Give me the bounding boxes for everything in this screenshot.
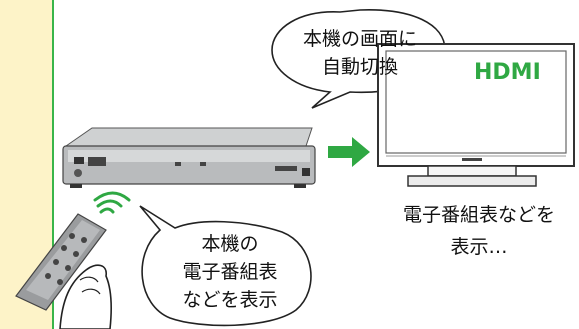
tv-caption-line-2: 表示… (450, 236, 508, 258)
green-arrow (328, 137, 370, 167)
remote-signal-waves (93, 191, 131, 214)
left-sidebar-strip (0, 0, 54, 329)
recorder-device (62, 127, 316, 188)
remote-control (15, 213, 107, 311)
hand (59, 264, 112, 329)
remote-bubble-line-2: 電子番組表 (182, 261, 278, 283)
remote-speech-bubble (139, 205, 312, 327)
tv-bubble-line-1: 本機の画面に (302, 28, 417, 50)
tv-screen-label: HDMI (474, 60, 541, 85)
tv (377, 43, 575, 187)
remote-bubble-line-1: 本機の (201, 233, 259, 255)
tv-bubble-line-2: 自動切換 (321, 56, 398, 78)
tv-caption-line-1: 電子番組表などを (402, 204, 555, 226)
remote-bubble-line-3: などを表示 (182, 289, 278, 311)
